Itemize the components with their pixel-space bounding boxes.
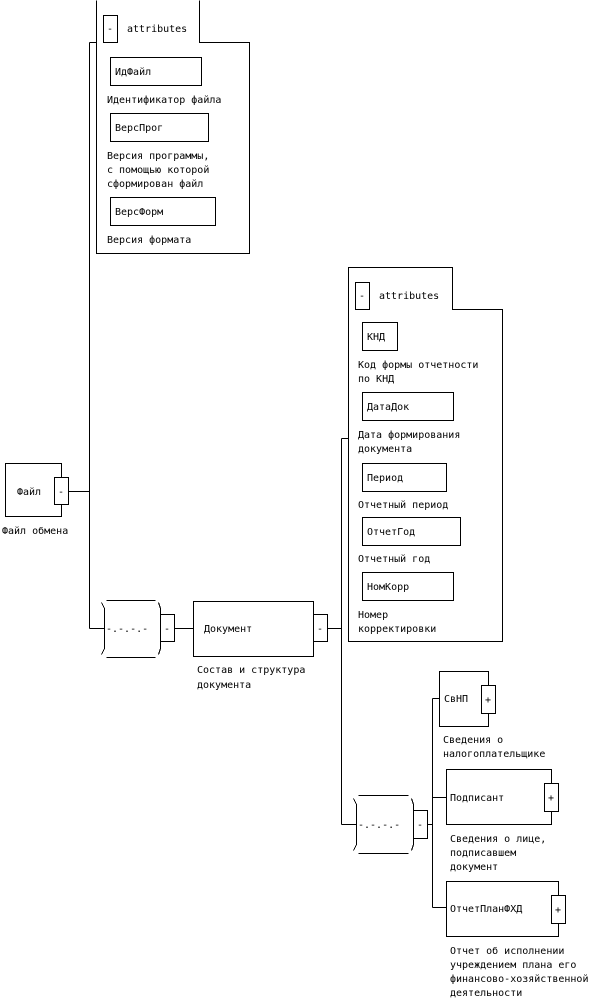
element-desc: Файл обмена	[2, 525, 68, 537]
attribute-name: КНД	[367, 332, 385, 343]
attribute-box[interactable]	[362, 572, 454, 601]
attribute-desc: Идентификатор файла	[107, 94, 221, 106]
attribute-box[interactable]	[110, 197, 216, 226]
element-box[interactable]	[5, 463, 62, 517]
attributes-collapse-toggle[interactable]	[103, 15, 118, 43]
element-box[interactable]	[193, 601, 314, 657]
child-element: Подписант + Сведения о лице, подписавшем…	[446, 769, 559, 873]
child-element: СвНП + Сведения о налогоплательщике	[439, 671, 545, 760]
attribute-desc: Код формы отчетности	[358, 359, 478, 371]
attribute-box[interactable]	[362, 322, 398, 351]
element-desc: Сведения о	[443, 735, 503, 746]
attributes-collapse-toggle[interactable]	[355, 282, 370, 310]
attribute-desc: Версия программы,	[107, 151, 209, 162]
attribute-desc: Дата формирования	[358, 429, 460, 441]
root-element: Файл - Файл обмена	[2, 463, 69, 537]
element-desc: документ	[450, 862, 498, 873]
element-desc: документа	[197, 680, 251, 691]
expand-icon[interactable]: +	[555, 905, 561, 916]
connector-line	[427, 698, 447, 908]
element-name: Файл	[17, 486, 41, 498]
element-desc: подписавшем	[450, 848, 516, 859]
attribute-name: ОтчетГод	[367, 527, 415, 538]
attribute-box[interactable]	[362, 463, 447, 492]
child-element: ОтчетПланФХД + Отчет об исполнении учреж…	[446, 881, 588, 999]
attribute-desc: сформирован файл	[107, 178, 203, 190]
sequence-compositor[interactable]: -.-.-.- -	[353, 795, 428, 854]
element-desc: Состав и структура	[197, 665, 305, 676]
element-name: ОтчетПланФХД	[450, 904, 522, 915]
attribute-desc: корректировки	[358, 624, 436, 635]
collapse-icon[interactable]: -	[164, 624, 170, 635]
element-desc: налогоплательщике	[443, 749, 545, 760]
expand-toggle[interactable]	[481, 685, 496, 714]
collapse-icon[interactable]: -	[107, 24, 113, 35]
attribute-name: НомКорр	[367, 582, 409, 593]
element-desc: учреждением плана его	[450, 960, 576, 971]
attribute-desc: документа	[358, 444, 412, 455]
attribute-desc: Отчетный год	[358, 553, 430, 565]
attribute-name: ДатаДок	[367, 402, 409, 413]
element-name: СвНП	[444, 694, 468, 705]
expand-toggle[interactable]	[551, 895, 566, 924]
root-attributes-group: - attributes ИдФайл Идентификатор файла …	[96, 0, 250, 254]
sequence-symbol: -.-.-.-	[106, 624, 148, 635]
element-desc: Отчет об исполнении	[450, 945, 564, 957]
collapse-icon[interactable]: -	[317, 624, 323, 635]
attribute-box[interactable]	[110, 57, 202, 86]
element-desc: деятельности	[450, 988, 522, 999]
collapse-icon[interactable]: -	[359, 291, 365, 302]
expand-icon[interactable]: +	[548, 793, 554, 804]
attribute-name: ВерсФорм	[115, 207, 163, 218]
element-box[interactable]	[446, 769, 552, 825]
attribute-desc: по КНД	[358, 374, 394, 385]
element-desc: Сведения о лице,	[450, 834, 546, 845]
attribute-box[interactable]	[362, 392, 454, 421]
attributes-header: attributes	[127, 24, 187, 35]
document-attributes-group: - attributes КНД Код формы отчетности по…	[348, 267, 503, 642]
sequence-symbol: -.-.-.-	[358, 820, 400, 831]
element-box[interactable]	[446, 881, 559, 937]
attribute-box[interactable]	[110, 113, 209, 142]
element-desc: финансово-хозяйственной	[450, 973, 588, 985]
sequence-compositor[interactable]: -.-.-.- -	[101, 600, 175, 658]
expand-toggle[interactable]	[544, 783, 559, 812]
attribute-desc: с помощью которой	[107, 164, 209, 176]
connector-line	[68, 42, 105, 629]
attributes-panel-outline	[96, 0, 250, 254]
attribute-desc: Номер	[358, 610, 388, 621]
document-element: Документ - Состав и структура документа	[193, 601, 328, 691]
attribute-desc: Версия формата	[107, 234, 191, 246]
attribute-name: ИдФайл	[115, 66, 151, 78]
expand-icon[interactable]: +	[485, 695, 491, 706]
attribute-name: Период	[367, 473, 403, 484]
collapse-icon[interactable]: -	[58, 487, 64, 498]
attribute-name: ВерсПрог	[115, 123, 163, 134]
connector-line	[327, 438, 357, 825]
attributes-header: attributes	[379, 291, 439, 302]
attribute-box[interactable]	[362, 517, 461, 546]
attribute-desc: Отчетный период	[358, 499, 448, 511]
attributes-panel-outline	[348, 267, 503, 642]
element-box[interactable]	[439, 671, 489, 727]
element-name: Подписант	[450, 793, 504, 804]
element-name: Документ	[204, 624, 252, 635]
collapse-icon[interactable]: -	[417, 820, 423, 831]
